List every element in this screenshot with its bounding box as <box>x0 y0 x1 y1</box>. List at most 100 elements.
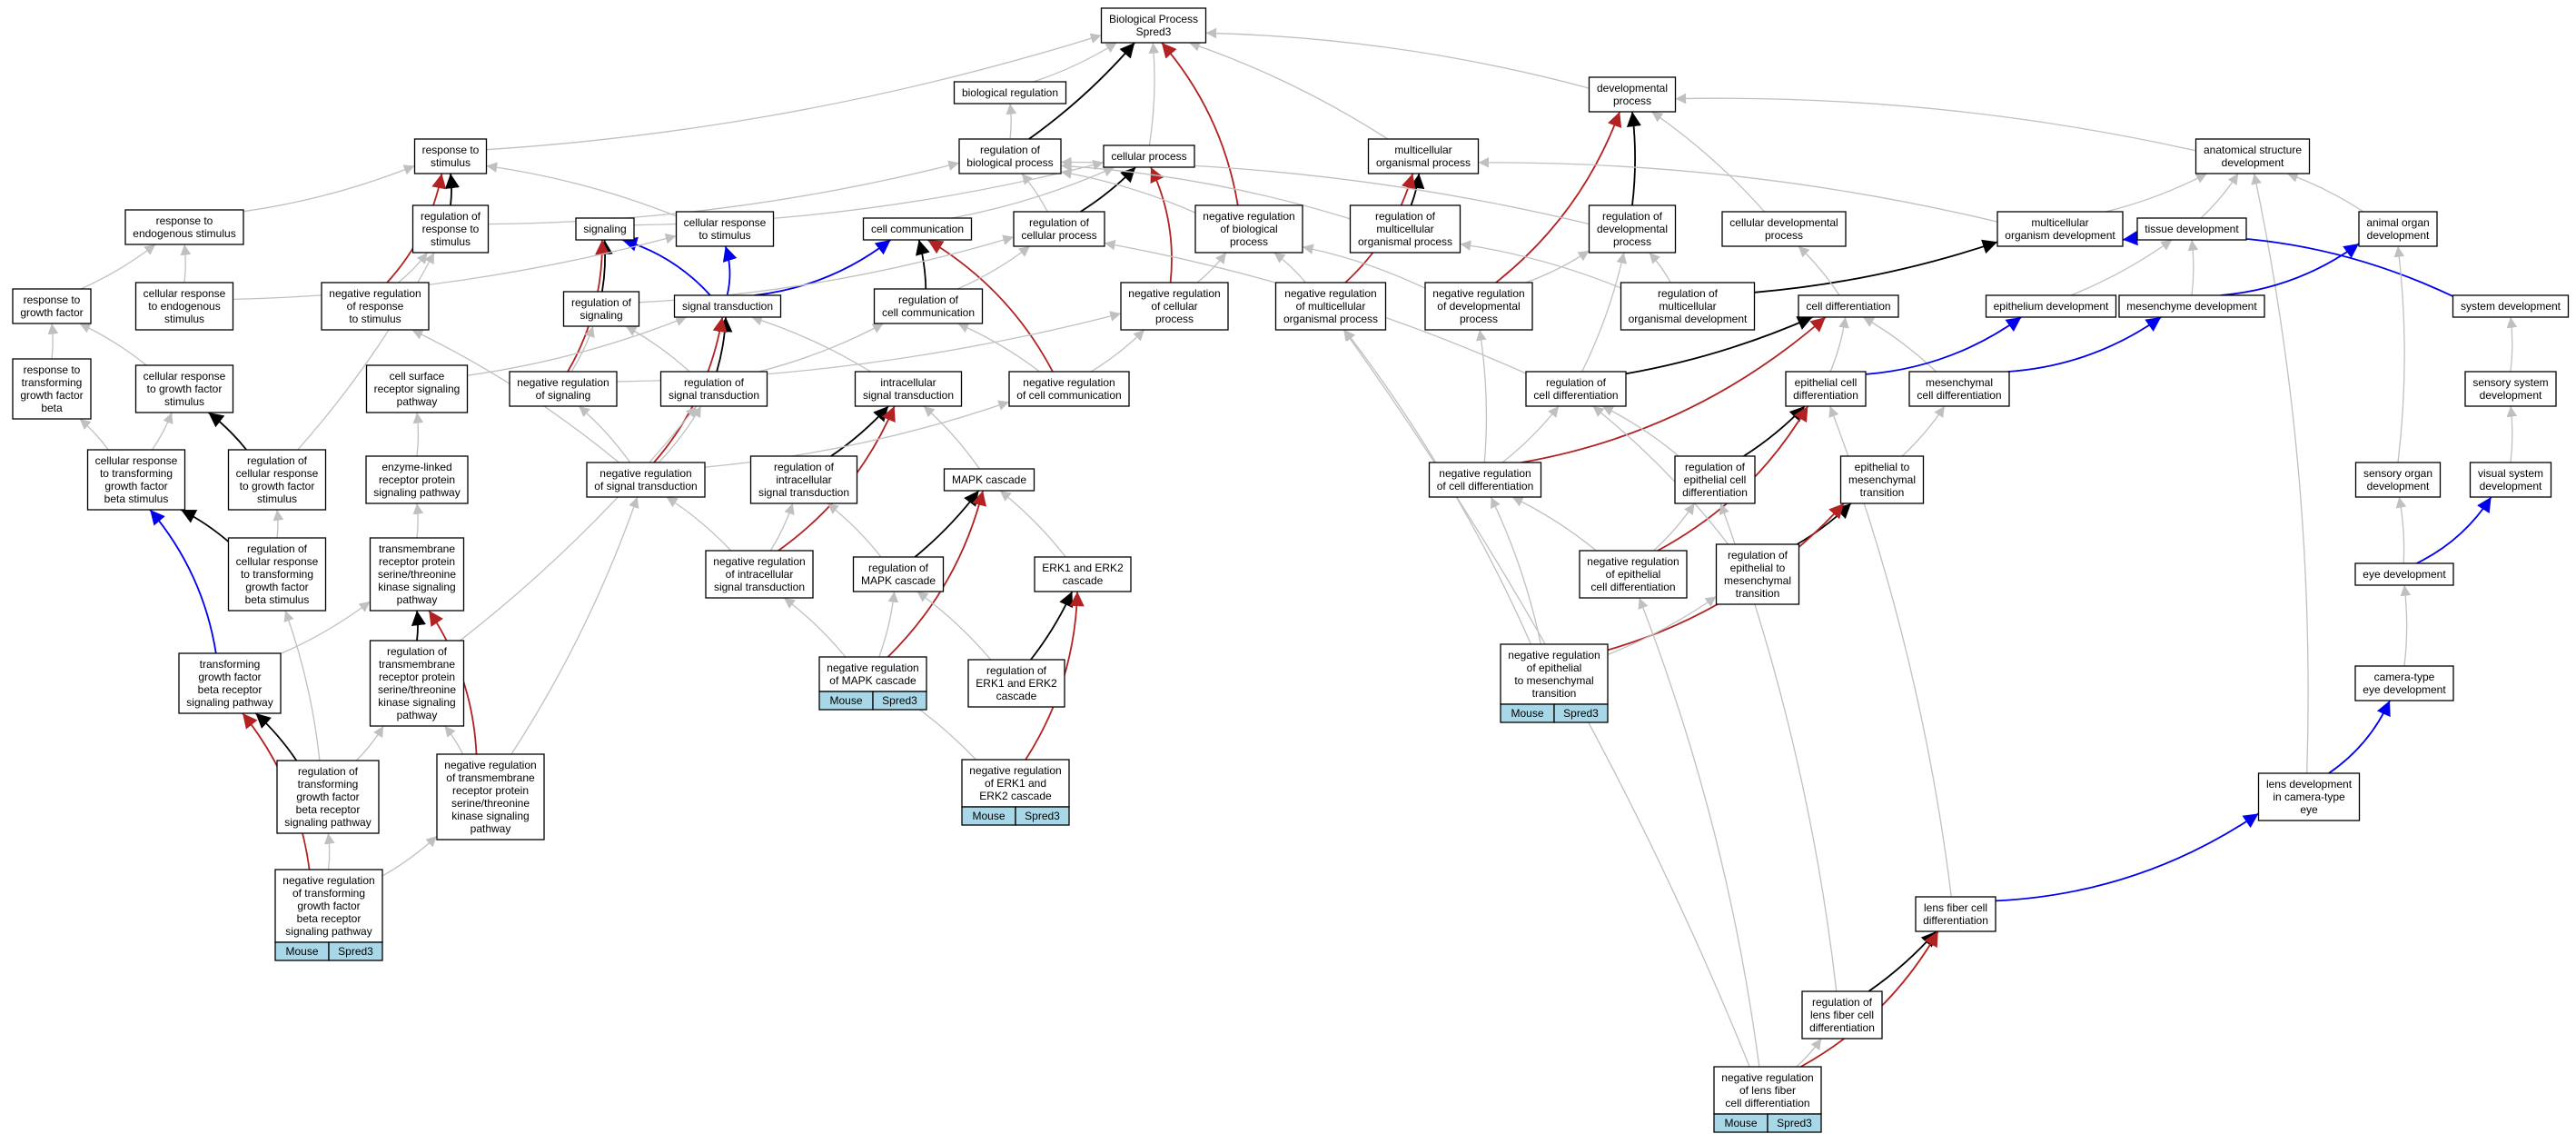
node-label-line: signaling pathway <box>284 816 371 829</box>
node-label-line: endogenous stimulus <box>133 227 235 240</box>
node-label-line: regulation of <box>298 765 359 778</box>
node-label-line: tissue development <box>2145 223 2239 235</box>
node-box <box>227 449 327 511</box>
node-label-line: cell differentiation <box>1533 389 1618 402</box>
node-box <box>12 288 92 324</box>
node-label-line: regulation of <box>421 210 481 223</box>
edge-is-a <box>1188 41 1389 140</box>
node-label-line: multicellular <box>1659 300 1716 313</box>
edge-is-a <box>272 509 284 539</box>
node-label-line: pathway <box>397 395 438 408</box>
node-box <box>1785 371 1867 407</box>
node-label-line: transmembrane <box>379 542 455 555</box>
node-label-line: differentiation <box>1682 486 1748 499</box>
node-label-line: development <box>2222 156 2284 169</box>
node-label-line: organism development <box>2005 229 2115 242</box>
node-box <box>1349 204 1461 254</box>
node-box <box>1424 282 1533 331</box>
node-box <box>967 659 1065 708</box>
node-label-line: development <box>2480 389 2542 402</box>
edge-is-a <box>2395 496 2407 564</box>
edge-is-a <box>1862 316 1937 373</box>
node-label-line: eye development <box>2363 683 2446 696</box>
edge-is-a <box>1148 42 1160 146</box>
node-label-line: differentiation <box>1809 1021 1875 1034</box>
node-label-line: biological regulation <box>962 86 1058 99</box>
node-label-line: of biological <box>1220 223 1277 235</box>
node-label-line: cell differentiation <box>1725 1097 1809 1109</box>
edge-is-a <box>625 325 690 373</box>
node-label-line: developmental <box>1597 223 1668 235</box>
node-label-line: process <box>1613 95 1651 107</box>
node-label-line: to stimulus <box>698 229 750 242</box>
go-term-node-signaling: signaling <box>575 217 635 241</box>
node-label-line: cellular response <box>236 467 319 480</box>
node-box <box>2257 772 2361 821</box>
node-box <box>1715 543 1800 605</box>
edge-is-a <box>1511 496 1597 552</box>
node-label-line: regulation of <box>898 293 959 306</box>
edge-is-a <box>1460 240 1621 289</box>
node-label-line: response to <box>24 293 81 306</box>
node-label-line: development <box>2480 480 2542 492</box>
node-box <box>1674 455 1756 504</box>
node-box <box>276 760 380 834</box>
edge-regulates <box>1995 812 2260 902</box>
node-label-line: growth factor <box>296 791 359 803</box>
node-label-line: regulation of <box>247 454 308 467</box>
go-term-node-cellproc: cellular process <box>1103 144 1195 168</box>
node-box <box>1194 204 1303 254</box>
edge-is-a <box>2506 405 2518 463</box>
edge-is-a <box>923 405 980 470</box>
node-label-line: beta stimulus <box>245 593 310 606</box>
node-box <box>365 455 469 504</box>
node-label-line: cellular response <box>684 216 767 229</box>
node-label-line: mesenchyme development <box>2126 300 2257 313</box>
node-box <box>852 556 945 592</box>
node-label-line: of ERK1 and <box>985 777 1046 790</box>
node-label-line: beta receptor <box>297 912 362 925</box>
node-label-line: cell communication <box>882 306 975 319</box>
node-label-line: of cellular <box>1151 300 1197 313</box>
node-box <box>1013 211 1105 247</box>
node-label-line: Biological Process <box>1109 13 1198 25</box>
node-box <box>2464 371 2557 407</box>
edge-part-of <box>830 405 889 457</box>
node-box <box>1839 455 1925 504</box>
node-box <box>818 656 927 692</box>
node-box <box>2136 217 2247 241</box>
node-label-line: MAPK cascade <box>952 473 1026 486</box>
node-box <box>321 282 430 331</box>
node-label-line: regulation of <box>1602 210 1663 223</box>
node-box <box>659 371 768 407</box>
gene-label: Spred3 <box>338 945 373 958</box>
species-label: Mouse <box>285 945 318 958</box>
node-label-line: regulation of <box>1546 376 1607 389</box>
edge-is-a <box>486 33 1102 151</box>
annotation-tag: Mouse Spred3 <box>274 941 383 961</box>
node-label-line: process <box>1460 313 1498 325</box>
edge-is-a <box>999 490 1066 558</box>
node-label-line: cell differentiation <box>1917 389 2001 402</box>
edge-is-a <box>412 502 424 539</box>
node-label-line: epithelial cell <box>1684 473 1747 486</box>
edge-is-a <box>2286 172 2364 213</box>
edge-is-a <box>1273 252 1306 284</box>
edge-is-a <box>444 725 464 755</box>
edge-negatively-regulates <box>1161 42 1239 206</box>
